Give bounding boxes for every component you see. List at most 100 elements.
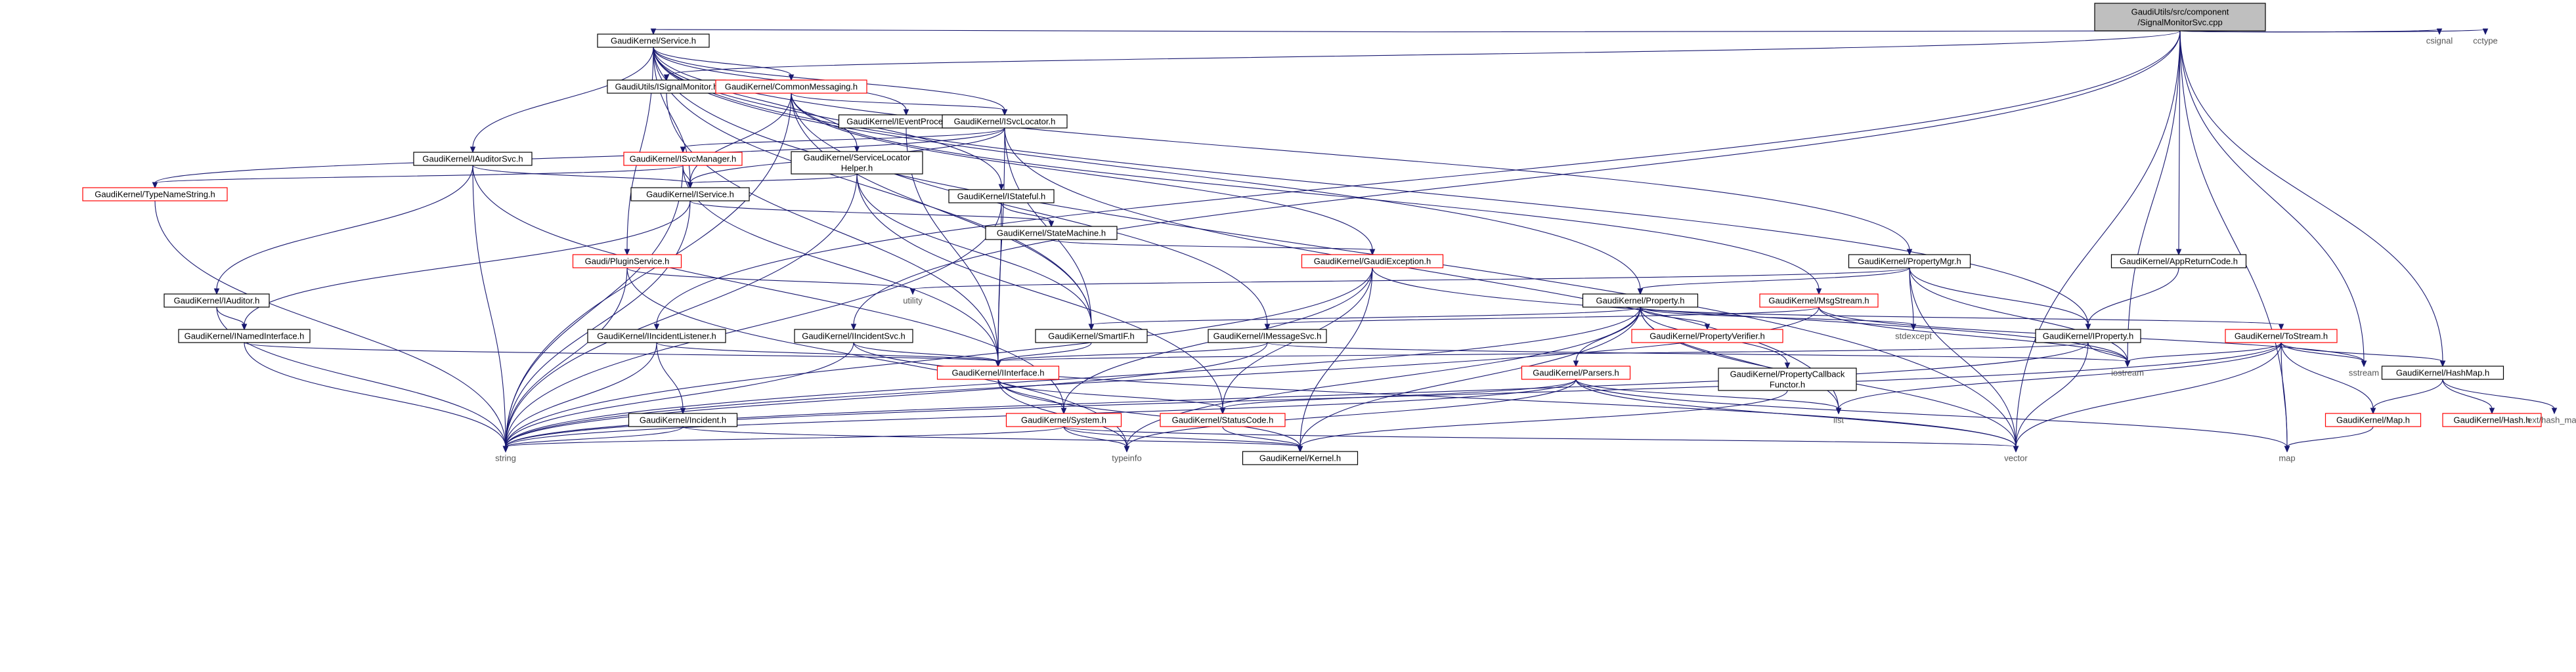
node-kernel_h[interactable]: GaudiKernel/Kernel.h (1242, 451, 1359, 465)
node-root[interactable]: GaudiUtils/src/component/SignalMonitorSv… (2094, 3, 2266, 32)
node-isvclocator[interactable]: GaudiKernel/ISvcLocator.h (942, 114, 1068, 129)
node-iincident[interactable]: GaudiKernel/Incident.h (628, 413, 738, 427)
node-appreturncode[interactable]: GaudiKernel/AppReturnCode.h (2110, 254, 2247, 268)
arrowhead-propertymgr-to-property_h (1637, 288, 1644, 295)
edge-service_h-to-istateful (653, 47, 1002, 186)
edge-service_h-to-commonmessaging (653, 47, 792, 76)
node-label-service_h: GaudiKernel/Service.h (611, 36, 696, 46)
node-propertymgr[interactable]: GaudiKernel/PropertyMgr.h (1848, 254, 1971, 268)
node-smartif[interactable]: GaudiKernel/SmartIF.h (1035, 329, 1148, 343)
edge-tostream-to-iostream (2127, 342, 2282, 362)
edge-iservice-to-statemachine (689, 200, 1052, 222)
edge-property_h-to-tostream (1640, 306, 2282, 326)
node-label-csignal: csignal (2426, 36, 2453, 46)
arrowhead-service_h-to-pluginservice (624, 249, 630, 256)
edge-isvclocator-to-typenamestring (154, 127, 1005, 184)
node-hashmap[interactable]: GaudiKernel/HashMap.h (2381, 366, 2504, 380)
node-property_h[interactable]: GaudiKernel/Property.h (1582, 293, 1699, 308)
arrowhead-propertymgr-to-utility (909, 288, 916, 295)
node-service_h[interactable]: GaudiKernel/Service.h (597, 33, 710, 48)
edge-servicelocatorhelper-to-statuscode (856, 173, 1223, 410)
node-commonmessaging[interactable]: GaudiKernel/CommonMessaging.h (715, 79, 867, 94)
node-iauditorsvc[interactable]: GaudiKernel/IAuditorSvc.h (413, 152, 533, 166)
node-box-tostream (2225, 329, 2338, 343)
node-statuscode[interactable]: GaudiKernel/StatusCode.h (1160, 413, 1286, 427)
node-label-map: map (2279, 453, 2295, 463)
node-label-iauditor: GaudiKernel/IAuditor.h (174, 296, 260, 306)
arrowhead-root-to-appreturncode (2175, 249, 2182, 256)
node-box-imessagesvc (1208, 329, 1327, 343)
edge-iincidentsvc-to-iinterface (853, 342, 999, 362)
node-istateful[interactable]: GaudiKernel/IStateful.h (948, 189, 1055, 203)
node-label-appreturncode: GaudiKernel/AppReturnCode.h (2120, 257, 2238, 266)
node-system_h[interactable]: GaudiKernel/System.h (1005, 413, 1122, 427)
arrowhead-statuscode-to-kernel_h (1297, 446, 1303, 453)
node-iauditor[interactable]: GaudiKernel/IAuditor.h (164, 293, 270, 308)
arrowhead-iauditor-to-inamedinterface (241, 324, 248, 331)
node-pluginservice[interactable]: Gaudi/PluginService.h (572, 254, 682, 268)
edge-iauditorsvc-to-string (472, 165, 506, 448)
node-box-iinterface (936, 366, 1060, 380)
edge-iauditorsvc-to-iservice (472, 165, 691, 184)
arrowhead-iinterface-to-system_h (1060, 408, 1067, 415)
node-hash_h[interactable]: GaudiKernel/Hash.h (2442, 413, 2542, 427)
node-cctype: cctype (2473, 36, 2498, 46)
node-ieventprocessor[interactable]: GaudiKernel/IEventProcessor.h (838, 114, 974, 129)
edge-parsers-to-typeinfo (1126, 379, 1577, 448)
edge-hashmap-to-map_h (2372, 379, 2443, 410)
node-propertyverifier[interactable]: GaudiKernel/PropertyVerifier.h (1631, 329, 1783, 343)
edge-root-to-vector (2015, 30, 2181, 448)
node-box-statemachine (985, 226, 1118, 240)
node-statemachine[interactable]: GaudiKernel/StateMachine.h (985, 226, 1118, 240)
node-label-iincidentlistener: GaudiKernel/IIncidentListener.h (597, 331, 716, 341)
node-label-propertyverifier: GaudiKernel/PropertyVerifier.h (1649, 331, 1765, 341)
node-box-propertyverifier (1631, 329, 1783, 343)
node-tostream[interactable]: GaudiKernel/ToStream.h (2225, 329, 2338, 343)
node-box-commonmessaging (715, 79, 867, 94)
arrowhead-hashmap-to-hash_h (2489, 408, 2495, 415)
node-label-iinterface: GaudiKernel/IInterface.h (952, 368, 1045, 378)
node-label-kernel_h: GaudiKernel/Kernel.h (1259, 453, 1341, 463)
node-parsers[interactable]: GaudiKernel/Parsers.h (1521, 366, 1631, 380)
node-iinterface[interactable]: GaudiKernel/IInterface.h (936, 366, 1060, 380)
node-typenamestring[interactable]: GaudiKernel/TypeNameString.h (82, 187, 228, 201)
arrowhead-root-to-isignalmonitor (663, 74, 670, 81)
node-box-iincidentsvc (794, 329, 913, 343)
node-label-pluginservice: Gaudi/PluginService.h (585, 257, 670, 266)
node-isignalmonitor[interactable]: GaudiUtils/ISignalMonitor.h (607, 79, 726, 94)
arrowhead-service_h-to-commonmessaging (788, 74, 795, 81)
edge-parsers-to-vector (1575, 379, 2017, 448)
node-isvcmanager[interactable]: GaudiKernel/ISvcManager.h (623, 152, 743, 166)
node-label-string: string (495, 453, 516, 463)
node-gaudiexception[interactable]: GaudiKernel/GaudiException.h (1301, 254, 1444, 268)
node-iincidentlistener[interactable]: GaudiKernel/IIncidentListener.h (587, 329, 726, 343)
arrowhead-property_h-to-propertyverifier (1704, 324, 1711, 331)
edges-layer (152, 28, 2558, 453)
edge-propertymgr-to-iproperty (1909, 267, 2089, 326)
node-label-root: GaudiUtils/src/component (2131, 7, 2229, 17)
edge-istateful-to-statemachine (1001, 202, 1052, 222)
node-label-imessagesvc: GaudiKernel/IMessageSvc.h (1213, 331, 1322, 341)
node-iproperty[interactable]: GaudiKernel/IProperty.h (2035, 329, 2141, 343)
node-msgstream[interactable]: GaudiKernel/MsgStream.h (1759, 293, 1879, 308)
arrowhead-tostream-to-sstream (2361, 360, 2367, 368)
node-map_h[interactable]: GaudiKernel/Map.h (2325, 413, 2422, 427)
node-iincidentsvc[interactable]: GaudiKernel/IIncidentSvc.h (794, 329, 913, 343)
arrowhead-root-to-iincidentlistener (653, 324, 660, 331)
node-iservice[interactable]: GaudiKernel/IService.h (630, 187, 750, 201)
edge-gaudiexception-to-string (505, 267, 1373, 448)
node-sstream: sstream (2349, 368, 2379, 378)
node-label-hashmap: GaudiKernel/HashMap.h (2396, 368, 2489, 378)
node-box-system_h (1005, 413, 1122, 427)
edge-iauditor-to-string (216, 306, 506, 448)
node-imessagesvc[interactable]: GaudiKernel/IMessageSvc.h (1208, 329, 1327, 343)
node-label-typenamestring: GaudiKernel/TypeNameString.h (95, 190, 215, 200)
edge-gaudiexception-to-kernel_h (1299, 267, 1373, 448)
node-map: map (2279, 453, 2295, 463)
node-inamedinterface[interactable]: GaudiKernel/INamedInterface.h (178, 329, 311, 343)
edge-service_h-to-isvclocator (653, 47, 1005, 111)
edge-servicelocatorhelper-to-iservice (689, 173, 858, 184)
